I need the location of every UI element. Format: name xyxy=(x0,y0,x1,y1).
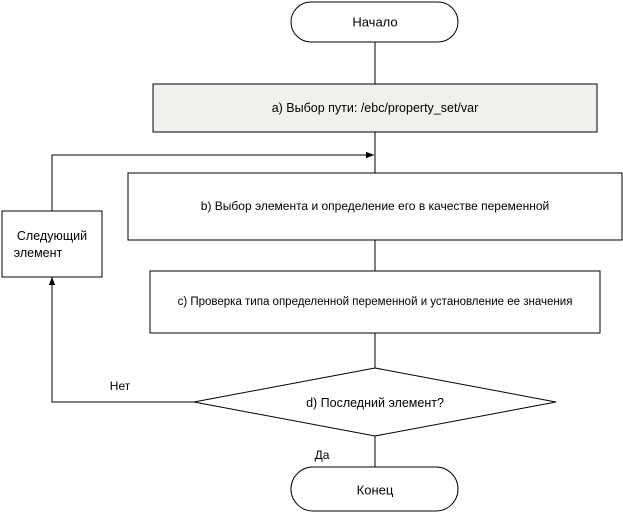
start-terminal-shape xyxy=(290,1,459,43)
node-end: Конец xyxy=(290,466,459,512)
next-element-label-line-1: Следующий xyxy=(17,229,87,243)
edges xyxy=(48,42,376,467)
node-c: c) Проверка типа определенной переменной… xyxy=(149,270,601,334)
node-d: d) Последний элемент? xyxy=(193,367,557,437)
decision-label: d) Последний элемент? xyxy=(306,396,444,410)
edge-d-to-next xyxy=(48,277,194,403)
next-element-label-line-2: элемент xyxy=(14,246,63,260)
step-c-box xyxy=(149,270,601,334)
start-label: Начало xyxy=(352,15,397,30)
node-next: Следующий элемент xyxy=(1,210,103,278)
node-start: Начало xyxy=(290,1,459,43)
step-a-label: a) Выбор пути: /ebc/property_set/var xyxy=(272,101,479,115)
edge-label-yes: Да xyxy=(315,448,330,462)
node-a: a) Выбор пути: /ebc/property_set/var xyxy=(152,83,598,133)
next-element-box xyxy=(1,210,103,278)
step-b-label: b) Выбор элемента и определение его в ка… xyxy=(201,199,549,213)
end-terminal-shape xyxy=(290,466,459,512)
step-a-box xyxy=(152,83,598,133)
step-c-label: c) Проверка типа определенной переменной… xyxy=(178,296,573,308)
step-b-box xyxy=(127,172,623,241)
node-b: b) Выбор элемента и определение его в ка… xyxy=(127,172,623,241)
edge-label-no: Нет xyxy=(110,379,131,393)
end-label: Конец xyxy=(357,483,394,498)
edge-next-to-b xyxy=(51,151,374,211)
decision-diamond xyxy=(193,367,557,437)
